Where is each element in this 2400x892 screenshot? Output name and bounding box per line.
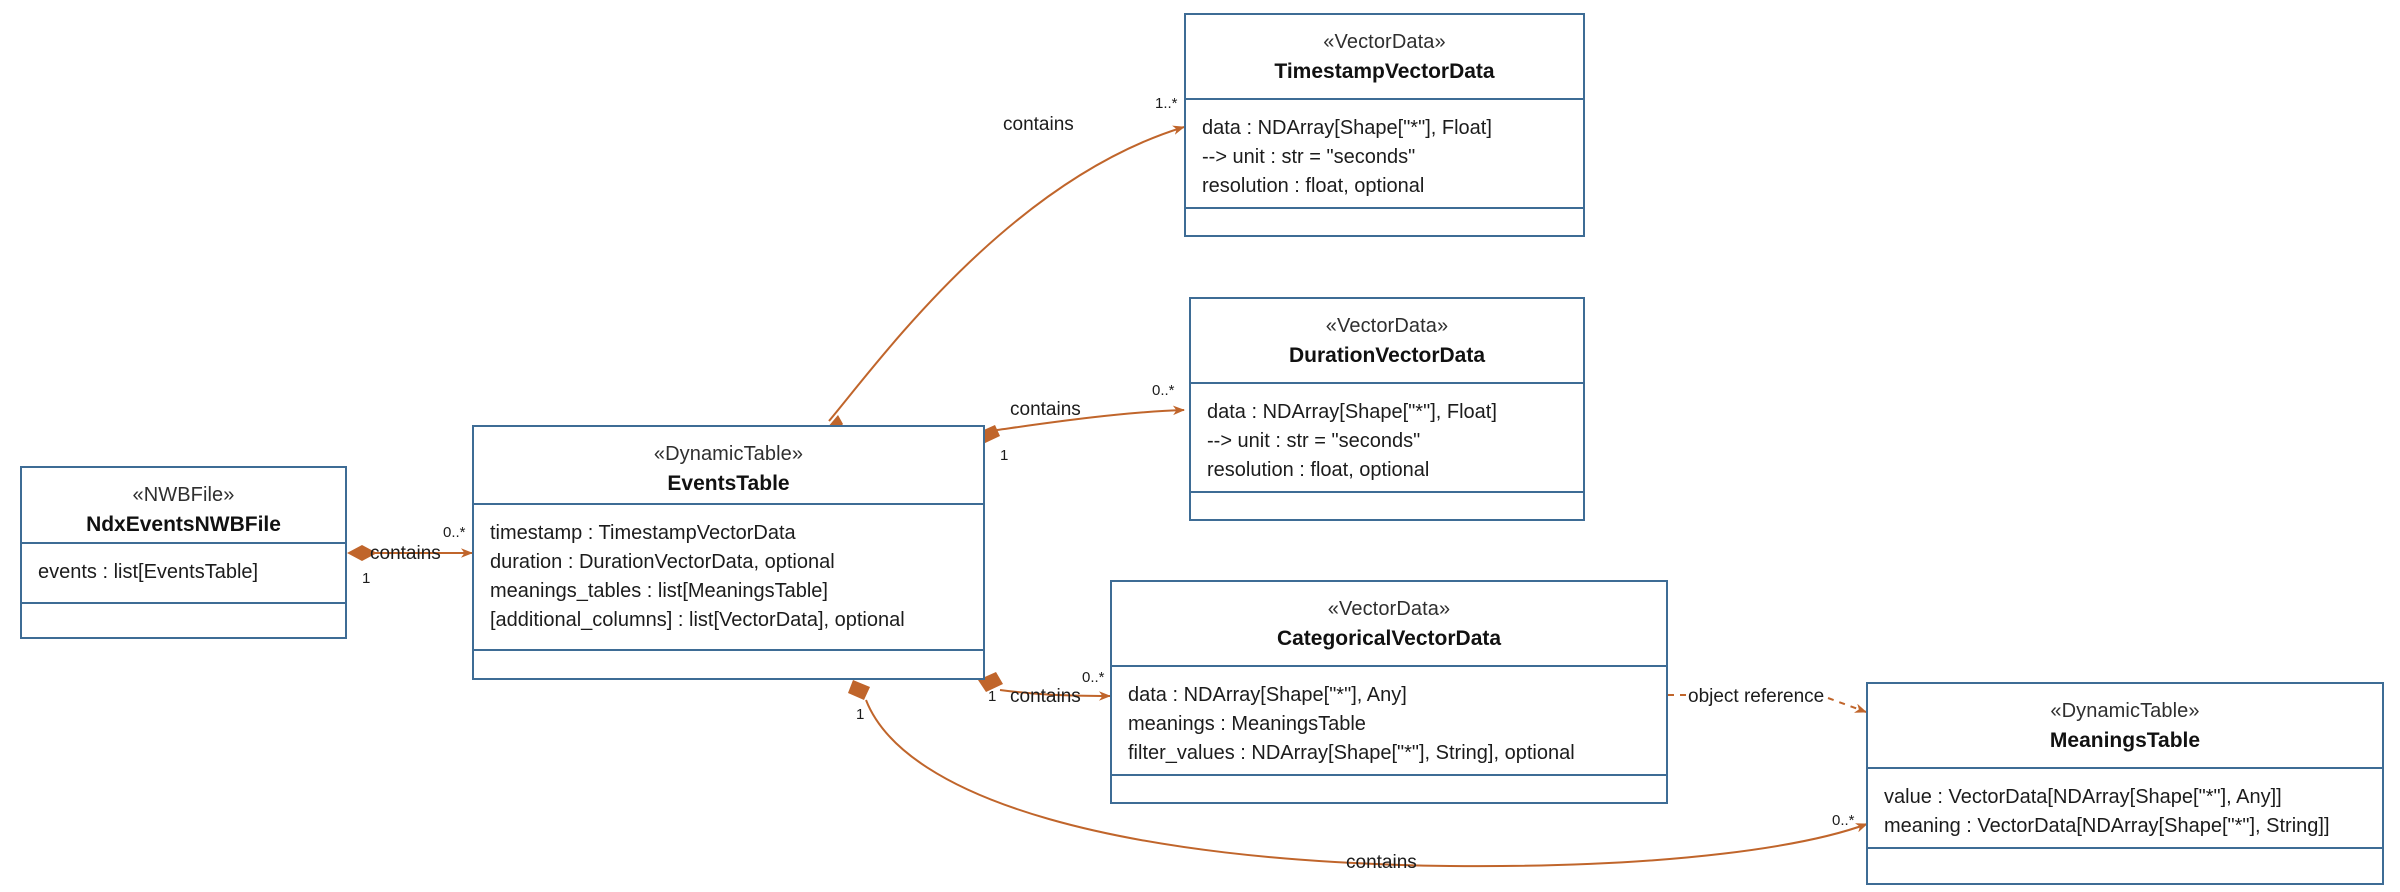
edge-source-mult-nwbfile-to-eventstable: 1 xyxy=(362,570,371,587)
edge-label-eventstable-to-categorical: contains xyxy=(1010,686,1081,707)
class-name: NdxEventsNWBFile xyxy=(86,513,281,536)
class-attribute: data : NDArray[Shape["*"], Float] xyxy=(1202,117,1492,139)
class-header-meanings-table: «DynamicTable» MeaningsTable xyxy=(1868,684,2382,769)
class-stereotype: «DynamicTable» xyxy=(653,443,804,465)
class-attributes-timestamp-vector-data: data : NDArray[Shape["*"], Float] --> un… xyxy=(1186,100,1583,209)
edge-label-eventstable-to-timestamp: contains xyxy=(1003,114,1074,135)
edge-target-mult-eventstable-to-meaningstable: 0..* xyxy=(1832,812,1855,829)
class-attributes-events-table: timestamp : TimestampVectorData duration… xyxy=(474,505,983,651)
edge-label-eventstable-to-duration: contains xyxy=(1010,399,1081,420)
class-methods-duration-vector-data xyxy=(1191,493,1583,519)
edge-target-mult-eventstable-to-categorical: 0..* xyxy=(1082,669,1105,686)
class-stereotype: «VectorData» xyxy=(1327,598,1451,620)
class-box-meanings-table[interactable]: «DynamicTable» MeaningsTable value : Vec… xyxy=(1866,682,2384,885)
class-stereotype: «VectorData» xyxy=(1323,31,1446,53)
class-methods-timestamp-vector-data xyxy=(1186,209,1583,235)
class-attributes-meanings-table: value : VectorData[NDArray[Shape["*"], A… xyxy=(1868,769,2382,849)
edge-source-mult-eventstable-to-timestamp: 1 xyxy=(1000,447,1009,464)
edge-target-mult-nwbfile-to-eventstable: 0..* xyxy=(443,524,466,541)
class-attribute: [additional_columns] : list[VectorData],… xyxy=(490,609,905,631)
edge-label-nwbfile-to-eventstable: contains xyxy=(370,543,441,564)
class-stereotype: «VectorData» xyxy=(1325,315,1449,337)
edge-label-eventstable-to-meaningstable: contains xyxy=(1346,852,1417,873)
class-attribute: meaning : VectorData[NDArray[Shape["*"],… xyxy=(1884,815,2330,837)
edge-target-mult-eventstable-to-duration: 0..* xyxy=(1152,382,1175,399)
class-attribute: resolution : float, optional xyxy=(1207,459,1430,481)
class-attribute: meanings : MeaningsTable xyxy=(1128,713,1366,735)
class-name: TimestampVectorData xyxy=(1274,60,1495,83)
class-attributes-ndx-events-nwbfile: events : list[EventsTable] xyxy=(22,544,345,604)
class-name: DurationVectorData xyxy=(1288,344,1486,367)
class-attribute: --> unit : str = "seconds" xyxy=(1202,146,1416,168)
edge-target-mult-eventstable-to-timestamp: 1..* xyxy=(1155,95,1178,112)
class-attribute: data : NDArray[Shape["*"], Any] xyxy=(1128,684,1407,706)
edge-eventstable-to-timestamp xyxy=(822,125,1185,443)
class-attribute: duration : DurationVectorData, optional xyxy=(490,551,835,573)
class-box-timestamp-vector-data[interactable]: «VectorData» TimestampVectorData data : … xyxy=(1184,13,1585,237)
class-attribute: data : NDArray[Shape["*"], Float] xyxy=(1207,401,1497,423)
edge-label-categorical-to-meaningstable: object reference xyxy=(1688,686,1825,707)
edge-source-mult-eventstable-to-meaningstable: 1 xyxy=(856,706,865,723)
class-box-events-table[interactable]: «DynamicTable» EventsTable timestamp : T… xyxy=(472,425,985,680)
class-attributes-duration-vector-data: data : NDArray[Shape["*"], Float] --> un… xyxy=(1191,384,1583,493)
class-attribute: resolution : float, optional xyxy=(1202,175,1425,197)
edge-source-mult-eventstable-to-categorical: 1 xyxy=(988,688,997,705)
class-header-timestamp-vector-data: «VectorData» TimestampVectorData xyxy=(1186,15,1583,100)
class-header-ndx-events-nwbfile: «NWBFile» NdxEventsNWBFile xyxy=(22,468,345,544)
class-box-ndx-events-nwbfile[interactable]: «NWBFile» NdxEventsNWBFile events : list… xyxy=(20,466,347,639)
class-name: MeaningsTable xyxy=(2049,729,2201,752)
class-attribute: meanings_tables : list[MeaningsTable] xyxy=(490,580,828,602)
class-attribute: events : list[EventsTable] xyxy=(38,561,259,583)
class-header-categorical-vector-data: «VectorData» CategoricalVectorData xyxy=(1112,582,1666,667)
class-stereotype: «DynamicTable» xyxy=(2050,700,2200,722)
class-name: EventsTable xyxy=(667,472,790,495)
class-name: CategoricalVectorData xyxy=(1276,627,1502,650)
class-attribute: --> unit : str = "seconds" xyxy=(1207,430,1421,452)
class-box-duration-vector-data[interactable]: «VectorData» DurationVectorData data : N… xyxy=(1189,297,1585,521)
class-attribute: timestamp : TimestampVectorData xyxy=(490,522,796,544)
class-attributes-categorical-vector-data: data : NDArray[Shape["*"], Any] meanings… xyxy=(1112,667,1666,776)
class-methods-events-table xyxy=(474,651,983,677)
class-header-events-table: «DynamicTable» EventsTable xyxy=(474,427,983,505)
class-attribute: value : VectorData[NDArray[Shape["*"], A… xyxy=(1884,786,2282,808)
class-methods-meanings-table xyxy=(1868,849,2382,875)
class-methods-categorical-vector-data xyxy=(1112,776,1666,802)
class-methods-ndx-events-nwbfile xyxy=(22,604,345,630)
class-header-duration-vector-data: «VectorData» DurationVectorData xyxy=(1191,299,1583,384)
class-attribute: filter_values : NDArray[Shape["*"], Stri… xyxy=(1128,742,1575,764)
class-stereotype: «NWBFile» xyxy=(132,484,235,506)
class-box-categorical-vector-data[interactable]: «VectorData» CategoricalVectorData data … xyxy=(1110,580,1668,804)
composition-diamond xyxy=(848,680,870,700)
